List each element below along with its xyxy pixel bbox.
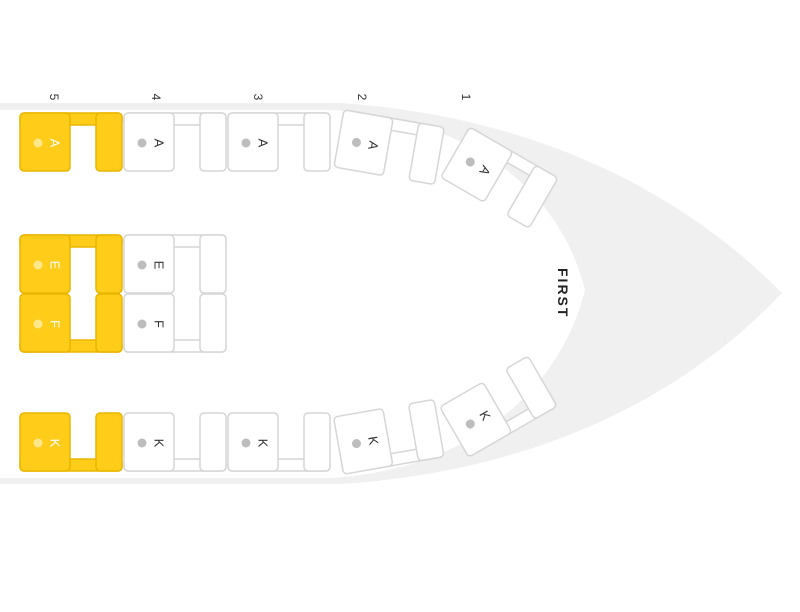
seat-letter: K — [152, 439, 167, 448]
seat-letter: K — [365, 435, 381, 446]
seat-ottoman — [199, 412, 227, 472]
cabin-label: FIRST — [555, 268, 571, 319]
seat-1a[interactable]: A — [441, 127, 558, 228]
seat-ottoman — [95, 234, 123, 294]
seat-3k[interactable]: K — [227, 412, 331, 472]
seat-letter: A — [152, 139, 167, 148]
seat-cushion — [440, 382, 512, 457]
seat-ottoman — [199, 112, 227, 172]
seat-cushion — [441, 127, 513, 202]
seat-cushion — [333, 408, 393, 475]
seat-letter: E — [48, 261, 63, 270]
seat-cushion — [333, 109, 394, 176]
seat-ottoman — [303, 112, 331, 172]
seat-letter: A — [48, 139, 63, 148]
seat-cushion — [227, 412, 279, 472]
seats-layer: A E F K A E F K A K A K A K — [19, 109, 558, 475]
seat-indicator-icon — [241, 438, 251, 448]
seat-ottoman — [95, 293, 123, 353]
seat-indicator-icon — [137, 319, 147, 329]
seat-indicator-icon — [351, 439, 361, 449]
seat-5f[interactable]: F — [19, 293, 123, 353]
seat-cushion — [123, 293, 175, 353]
seat-cushion — [123, 234, 175, 294]
seat-letter: A — [365, 140, 381, 151]
seat-2k[interactable]: K — [333, 399, 445, 475]
seat-cushion — [19, 412, 71, 472]
row-number-3: 3 — [251, 93, 265, 101]
seat-4a[interactable]: A — [123, 112, 227, 172]
seat-2a[interactable]: A — [333, 109, 445, 185]
seat-indicator-icon — [137, 438, 147, 448]
seat-indicator-icon — [33, 438, 43, 448]
row-number-2: 2 — [355, 93, 369, 101]
seat-letter: F — [152, 320, 167, 328]
seat-ottoman — [408, 122, 445, 185]
seat-letter: E — [152, 261, 167, 270]
seat-indicator-icon — [351, 137, 361, 147]
seat-ottoman — [95, 412, 123, 472]
seat-ottoman — [507, 165, 558, 228]
seat-5e[interactable]: E — [19, 234, 123, 294]
seat-letter: K — [256, 439, 271, 448]
seat-cushion — [19, 112, 71, 172]
seat-ottoman — [199, 293, 227, 353]
seat-letter: K — [48, 439, 63, 448]
seat-5k[interactable]: K — [19, 412, 123, 472]
seat-4f[interactable]: F — [123, 293, 227, 353]
seat-1k[interactable]: K — [440, 356, 557, 457]
seat-indicator-icon — [465, 157, 475, 167]
row-number-1: 1 — [459, 93, 473, 101]
seat-indicator-icon — [33, 319, 43, 329]
seat-ottoman — [199, 234, 227, 294]
seat-indicator-icon — [137, 138, 147, 148]
row-number-4: 4 — [149, 93, 163, 101]
seat-cushion — [19, 234, 71, 294]
seat-3a[interactable]: A — [227, 112, 331, 172]
seat-cushion — [19, 293, 71, 353]
seat-cushion — [123, 412, 175, 472]
seat-ottoman — [506, 356, 557, 419]
seat-indicator-icon — [33, 260, 43, 270]
seat-cushion — [227, 112, 279, 172]
seat-indicator-icon — [33, 138, 43, 148]
row-number-5: 5 — [47, 93, 61, 101]
seat-indicator-icon — [465, 419, 475, 429]
seat-indicator-icon — [241, 138, 251, 148]
seat-4k[interactable]: K — [123, 412, 227, 472]
seat-5a[interactable]: A — [19, 112, 123, 172]
seat-cushion — [123, 112, 175, 172]
seat-ottoman — [95, 112, 123, 172]
seat-letter: A — [256, 139, 271, 148]
seat-ottoman — [303, 412, 331, 472]
cabin-floor — [0, 110, 585, 478]
seat-indicator-icon — [137, 260, 147, 270]
seat-ottoman — [408, 399, 445, 462]
seat-letter: F — [48, 320, 63, 328]
seat-4e[interactable]: E — [123, 234, 227, 294]
